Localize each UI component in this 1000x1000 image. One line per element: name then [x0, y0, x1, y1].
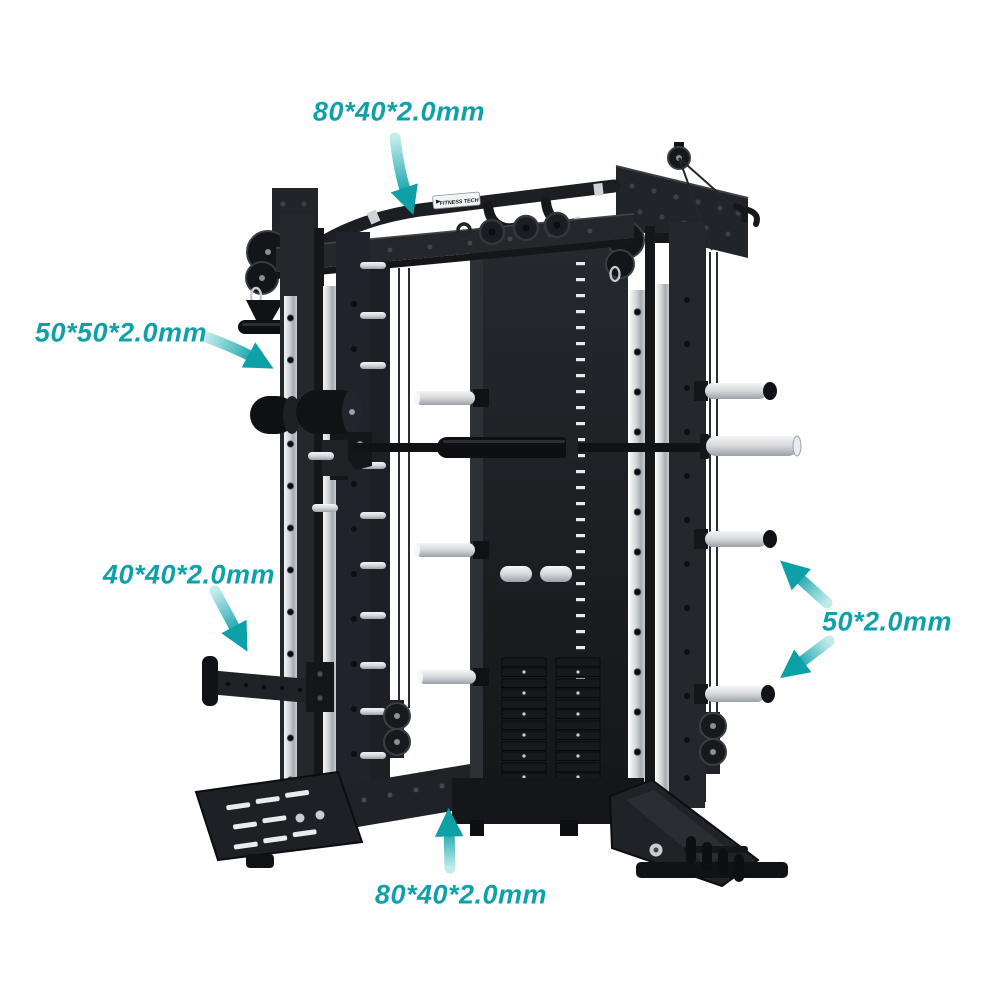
arrow-down-right-icon	[209, 585, 248, 652]
low-pulleys	[383, 700, 727, 774]
spotter-arm	[202, 656, 334, 712]
base-frame	[194, 764, 788, 888]
hanging-handle	[238, 300, 288, 334]
brand-label: FITNESS TECH	[439, 198, 478, 207]
arrow-down-left-icon	[780, 635, 835, 679]
smith-barbell	[348, 432, 802, 470]
leg-rollers	[250, 390, 362, 512]
dimension-label-bottom: 80*40*2.0mm	[374, 879, 548, 910]
storage-hook	[733, 203, 760, 227]
right-upright	[630, 222, 705, 808]
brand-plate: FITNESS TECH	[432, 191, 481, 210]
attachment-holder-pegs	[684, 836, 748, 882]
barbell-sleeve	[706, 436, 798, 456]
dimension-label-left-upper: 50*50*2.0mm	[34, 317, 208, 348]
dimension-label-left-lower: 40*40*2.0mm	[102, 559, 276, 590]
cable-pulleys	[456, 211, 571, 246]
weight-stacks	[501, 657, 601, 793]
bar-catch-pegs	[414, 389, 489, 686]
right-base	[608, 778, 788, 888]
arrow-right-icon	[200, 331, 274, 369]
arrow-up-icon	[434, 807, 464, 874]
brand-logo-icon	[435, 199, 441, 204]
dimension-label-right: 50*2.0mm	[821, 606, 953, 637]
carabiner-icon	[609, 265, 621, 283]
dimension-label-top: 80*40*2.0mm	[312, 96, 486, 127]
top-right-beam	[615, 142, 760, 258]
plate-storage-pegs	[694, 381, 777, 704]
foot-plate	[194, 770, 364, 868]
arrow-up-left-icon	[780, 560, 833, 609]
arrow-down-icon	[389, 132, 418, 215]
smith-guide-rail	[323, 286, 336, 798]
hanging-ring-icon	[456, 222, 472, 238]
smith-guide-rail	[656, 284, 669, 796]
